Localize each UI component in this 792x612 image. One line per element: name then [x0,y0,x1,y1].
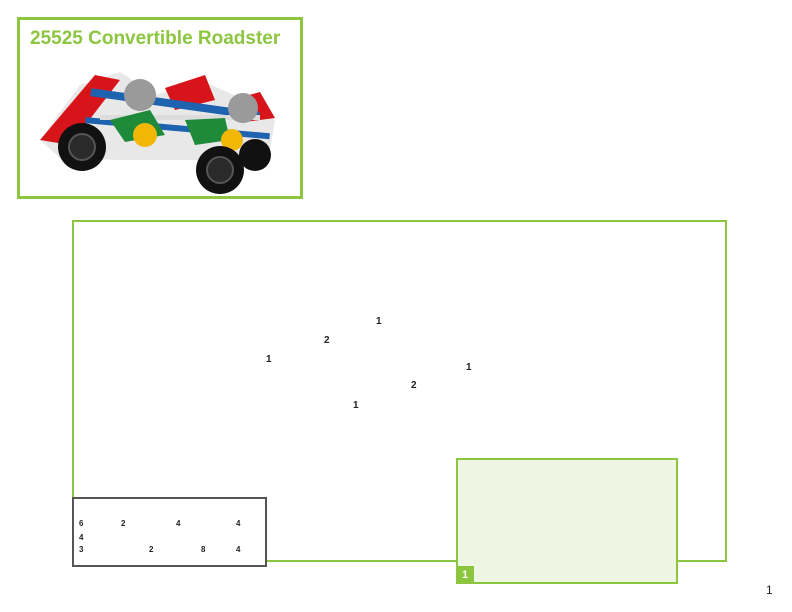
part-qty-red-connector: 6 [79,519,83,528]
callout-qty: 2 [324,335,330,346]
part-qty-yellow-connector: 2 [149,545,153,554]
part-qty-gray-spacer: 4 [236,519,240,528]
callout-qty: 2 [411,380,417,391]
step-number: 1 [397,254,437,294]
callout-qty: 1 [266,354,272,365]
callout-qty: 1 [353,400,359,411]
part-qty-blue-rod: 3 [79,545,83,554]
page-number: 1 [766,583,773,597]
part-qty-gray-connector: 4 [176,519,180,528]
parts-list [72,497,267,567]
result-inset [456,458,678,584]
part-qty-green-connector: 2 [121,519,125,528]
part-qty-white-rod: 4 [79,533,83,542]
finished-model-image [40,72,275,194]
inset-step-label: 1 [456,566,474,584]
part-qty-blue-spacer: 4 [236,545,240,554]
callout-qty: 1 [376,316,382,327]
callout-qty: 1 [466,362,472,373]
part-qty-green-clip: 8 [201,545,205,554]
